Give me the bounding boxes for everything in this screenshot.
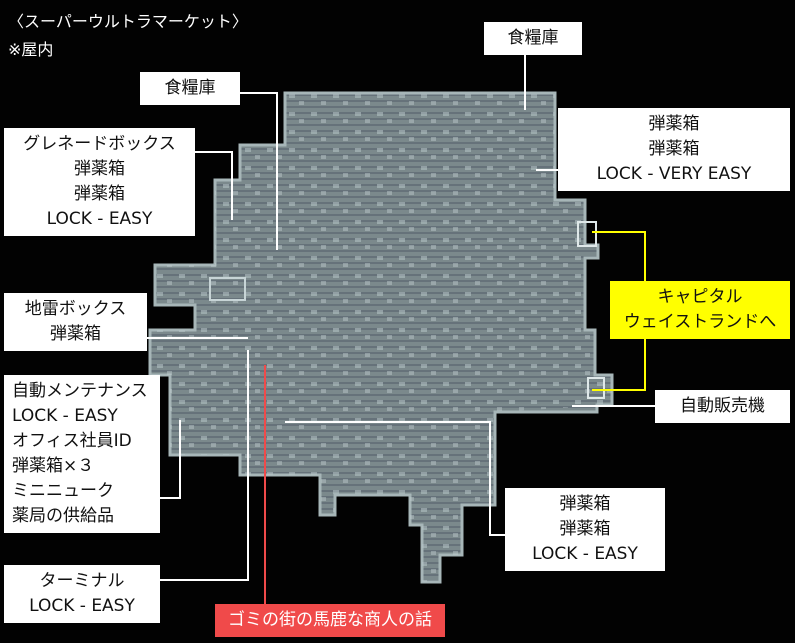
label-quest-talk: ゴミの街の馬鹿な商人の話 [215, 604, 445, 637]
label-food-storage-top: 食糧庫 [484, 22, 582, 55]
callout-line-auto-maintenance [160, 420, 181, 499]
label-mine-box: 地雷ボックス 弾薬箱 [4, 293, 147, 351]
exit-door-north [577, 221, 597, 247]
label-vending-machine: 自動販売機 [655, 390, 790, 423]
label-food-storage-left: 食糧庫 [140, 72, 240, 105]
map-subtitle: ※屋内 [8, 40, 54, 59]
label-ammo-easy-bottom: 弾薬箱 弾薬箱 LOCK - EASY [505, 488, 665, 571]
callout-line-food-left [240, 92, 278, 250]
callout-line-ammo-easy-bottom [285, 421, 505, 536]
callout-line-grenade [195, 151, 233, 220]
label-capital-wasteland: キャピタル ウェイストランドへ [610, 281, 790, 339]
callout-line-terminal [160, 350, 249, 581]
label-ammo-very-easy: 弾薬箱 弾薬箱 LOCK - VERY EASY [558, 108, 790, 191]
callout-lines [147, 55, 655, 581]
map-title: 〈スーパーウルトラマーケット〉 [8, 12, 248, 31]
label-auto-maintenance: 自動メンテナンス LOCK - EASY オフィス社員ID 弾薬箱×３ ミニニュ… [4, 375, 160, 533]
label-grenade-box: グレネードボックス 弾薬箱 弾薬箱 LOCK - EASY [4, 128, 195, 236]
exit-door-south [587, 377, 605, 399]
counter-block [209, 277, 246, 301]
label-terminal: ターミナル LOCK - EASY [4, 565, 160, 623]
